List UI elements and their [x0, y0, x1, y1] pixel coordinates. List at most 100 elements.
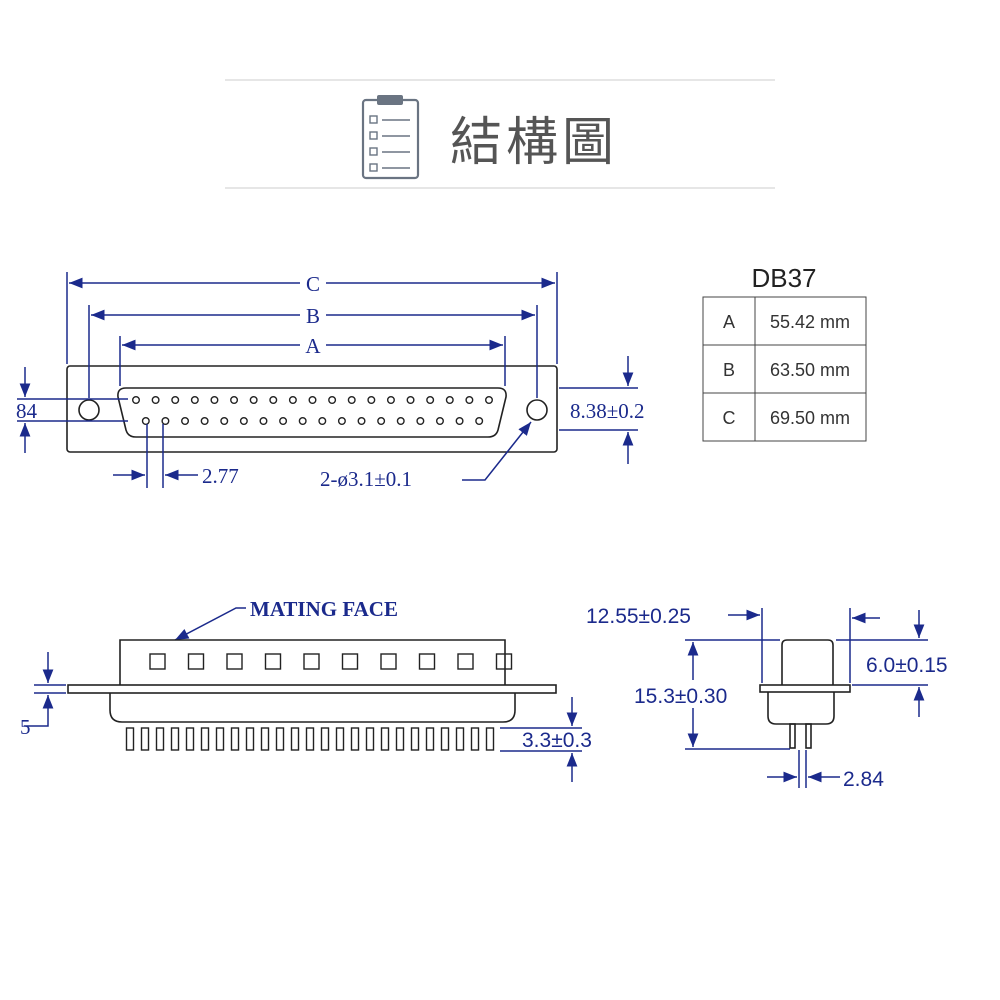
side-pin [170, 727, 180, 751]
front-pin-hole [131, 396, 140, 405]
dim-84-label: 84 [16, 399, 38, 423]
side-pin [260, 727, 270, 751]
side-pin [395, 727, 405, 751]
front-pin-hole [465, 396, 474, 405]
front-pin-hole [416, 417, 425, 426]
side-face-squares [149, 653, 513, 670]
profile-flange [759, 684, 851, 693]
profile-front-shell [781, 639, 834, 685]
side-pin [230, 727, 240, 751]
spec-row-value: 63.50 mm [770, 360, 850, 380]
face-square [226, 653, 243, 670]
face-square [341, 653, 359, 670]
side-pin [305, 727, 315, 751]
front-pin-hole [190, 396, 199, 405]
front-pin-hole [269, 396, 278, 405]
front-pin-hole [200, 417, 209, 426]
face-square [187, 653, 205, 670]
front-pin-hole [171, 396, 180, 405]
dim-60-label: 6.0±0.15 [866, 654, 948, 677]
side-pin [365, 727, 375, 751]
side-pin [350, 727, 360, 751]
front-pin-hole [259, 417, 268, 426]
front-pin-hole [279, 417, 288, 426]
side-pin [410, 727, 420, 751]
front-d-shell [117, 387, 507, 438]
front-pin-hole [249, 396, 258, 405]
face-square [495, 653, 513, 670]
dim-838-label: 8.38±0.2 [570, 399, 645, 423]
dim-1255-label: 12.55±0.25 [586, 605, 691, 628]
face-square [457, 653, 474, 670]
front-pin-hole [445, 396, 454, 405]
spec-row-key: B [723, 360, 735, 380]
front-pin-hole [347, 396, 356, 405]
side-pin [380, 727, 390, 751]
side-pin [245, 727, 255, 751]
face-square [303, 653, 320, 670]
dim-33-label: 3.3±0.3 [522, 729, 592, 752]
spec-table: DB37 A 55.42 mm B 63.50 mm C 69.50 mm [702, 263, 867, 442]
front-pin-hole [328, 396, 337, 405]
side-pin [425, 727, 435, 751]
side-pin [440, 727, 450, 751]
front-pin-hole [161, 417, 170, 426]
front-pin-hole [396, 417, 405, 426]
face-square [264, 653, 282, 670]
side-pin [125, 727, 135, 751]
dim-5-label: 5 [20, 715, 31, 739]
hole-label: 2-ø3.1±0.1 [320, 467, 412, 491]
side-pin-row [125, 727, 495, 751]
dim-277-label: 2.77 [202, 464, 239, 488]
side-pin [485, 727, 495, 751]
header: 結構圖 [225, 79, 775, 189]
spec-row-key: C [723, 408, 736, 428]
dim-b-label: B [306, 304, 320, 328]
front-pin-hole [308, 396, 317, 405]
front-pin-hole [357, 417, 366, 426]
profile-body [767, 692, 835, 725]
front-mounting-hole-left [78, 399, 100, 421]
front-pin-hole [181, 417, 190, 426]
front-pin-hole [426, 396, 435, 405]
spec-row-key: A [723, 312, 735, 332]
front-pin-hole [239, 417, 248, 426]
front-pin-hole [220, 417, 229, 426]
dim-5-arrow-bottom [24, 695, 54, 727]
front-pin-hole [377, 417, 386, 426]
front-view: C B A 84 8.38±0.2 2.77 2-ø3.1±0.1 [16, 272, 645, 491]
side-pin [290, 727, 300, 751]
front-pin-hole [475, 417, 484, 426]
front-pin-hole [151, 396, 160, 405]
face-square [418, 653, 436, 670]
profile-view: 12.55±0.25 15.3±0.30 6.0±0.15 2.84 [586, 605, 948, 791]
front-pin-hole [318, 417, 327, 426]
spec-row-value: 69.50 mm [770, 408, 850, 428]
side-pin [320, 727, 330, 751]
front-pin-hole [337, 417, 346, 426]
profile-pin-left [789, 723, 796, 749]
side-pin [200, 727, 210, 751]
front-pin-hole [230, 396, 239, 405]
side-pin [140, 727, 150, 751]
front-pin-hole [298, 417, 307, 426]
mating-face-leader [174, 607, 246, 641]
face-square [380, 653, 397, 670]
front-pin-hole [288, 396, 297, 405]
clipboard-checklist-icon [361, 95, 420, 180]
side-pin [470, 727, 480, 751]
face-square [149, 653, 166, 670]
hole-leader-line [462, 421, 532, 481]
side-view: MATING FACE 5 3.3±0.3 [20, 597, 592, 782]
dim-284-label: 2.84 [843, 768, 884, 791]
front-pin-hole [406, 396, 415, 405]
front-pin-field [131, 396, 494, 426]
spec-row-value: 55.42 mm [770, 312, 850, 332]
front-pin-hole [210, 396, 219, 405]
mating-face-label: MATING FACE [250, 597, 398, 621]
side-pin [155, 727, 165, 751]
front-pin-hole [367, 396, 376, 405]
page-title: 結構圖 [450, 113, 618, 173]
side-shell-top [119, 639, 506, 685]
spec-table-title: DB37 [751, 263, 816, 293]
